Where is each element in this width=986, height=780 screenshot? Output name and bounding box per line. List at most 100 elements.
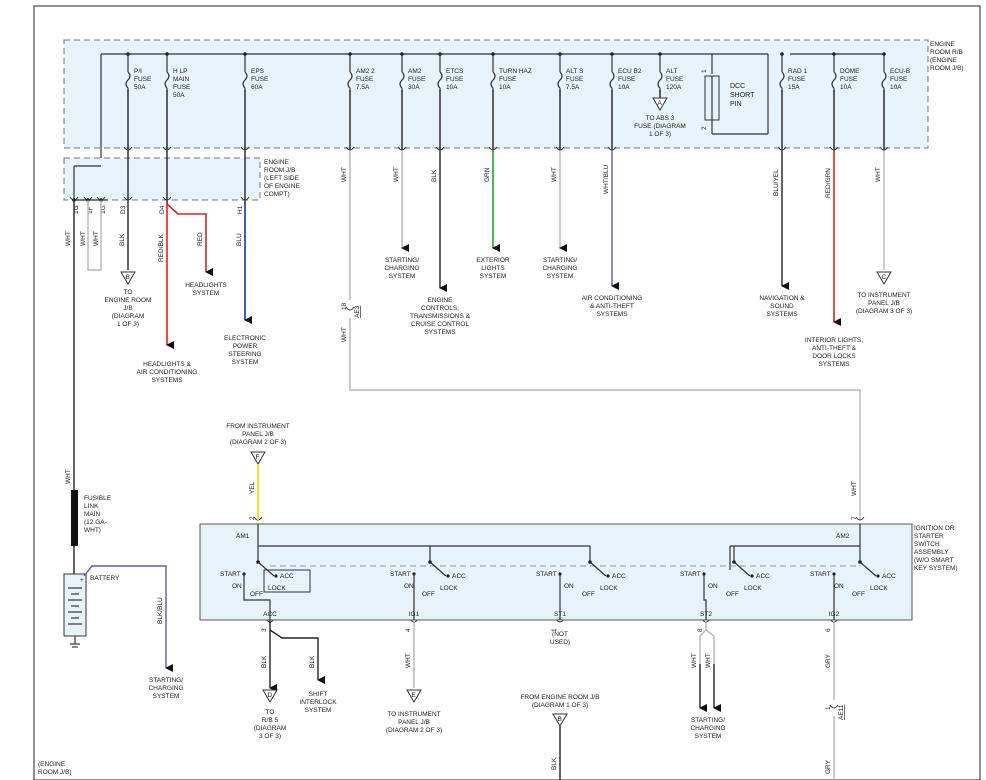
fuse-label: FUSE bbox=[134, 76, 152, 83]
ref-c-t2: PANEL J/B bbox=[868, 300, 900, 307]
fl-t3: MAIN bbox=[84, 511, 101, 518]
connector-mark bbox=[555, 146, 565, 151]
ign-title-5: (W/O SMART bbox=[914, 557, 954, 564]
ref-e-t1: TO INSTRUMENT bbox=[387, 711, 440, 718]
ref-d-t1: TO bbox=[266, 709, 275, 716]
fusible-link: FUSIBLE LINK MAIN (12 GA- WHT) bbox=[71, 490, 112, 574]
fuse-label: 10A bbox=[890, 84, 902, 91]
dest-ext-3: SYSTEM bbox=[480, 273, 507, 280]
switch-pos-label: LOCK bbox=[268, 585, 286, 592]
fuse-label: TURN HAZ bbox=[499, 68, 532, 75]
fuse-label: MAIN bbox=[173, 76, 190, 83]
left-wires: WHT WHT WHT WHT BLK B TO ENGINE ROOM J/B… bbox=[65, 90, 266, 490]
dest-ac-3: SYSTEMS bbox=[596, 311, 628, 318]
switch-pos-label: LOCK bbox=[870, 585, 888, 592]
dest-eng-3: TRANSMISSIONS & bbox=[410, 313, 471, 320]
switch-pos-label: LOCK bbox=[440, 585, 458, 592]
wire-wht-am2: WHT bbox=[393, 167, 400, 182]
dest-int-2: ANTI-THEFT & bbox=[812, 345, 857, 352]
ign-title-3: SWITCH bbox=[914, 541, 940, 548]
wire-red: RED bbox=[197, 232, 204, 246]
connector-mark bbox=[69, 196, 79, 201]
wire-blk-blu: BLK/BLU bbox=[157, 597, 164, 624]
diagram-frame bbox=[33, 5, 981, 780]
switch-outputs: BLK BLK D TO R/B 5 (DIAGRAM 3 OF 3) SHIF… bbox=[254, 620, 845, 780]
connector-mark bbox=[607, 146, 617, 151]
output-pin: 3 bbox=[261, 628, 268, 632]
switch-pos-label: ON bbox=[404, 583, 414, 590]
ign-am2: AM2 bbox=[836, 533, 850, 540]
dest-sc1-3: SYSTEM bbox=[389, 273, 416, 280]
connector-mark bbox=[83, 196, 93, 201]
connector-mark bbox=[397, 146, 407, 151]
ref-b-t3: J/B bbox=[123, 305, 132, 312]
ref-f-t3: (DIAGRAM 2 OF 3) bbox=[230, 439, 286, 446]
ref-b-t5: 1 OF 3) bbox=[117, 321, 139, 328]
middle-wires: WHT WHT 18 AE3 WHT WHT STARTING/ CHARGIN… bbox=[341, 90, 912, 520]
dest-eng-4: CRUISE CONTROL bbox=[411, 321, 470, 328]
dest-eps-2: POWER bbox=[233, 343, 258, 350]
dest-eps-3: STEERING bbox=[228, 351, 261, 358]
fuse-label: FUSE bbox=[356, 76, 374, 83]
output-st1: ST1 bbox=[554, 611, 566, 618]
fuse-label: 10A bbox=[840, 84, 852, 91]
fuse-label: DOME bbox=[840, 68, 860, 75]
fuse-label: 50A bbox=[134, 84, 146, 91]
not-used-2: USED) bbox=[550, 639, 570, 646]
ign-title-6: KEY SYSTEM) bbox=[914, 565, 958, 572]
dcc-label-1: DCC bbox=[730, 83, 745, 90]
wire-blk-b2: BLK bbox=[551, 757, 558, 770]
ref-e-letter: E bbox=[412, 692, 417, 699]
switch-pos-label: ACC bbox=[280, 573, 294, 580]
am1-pin: 2 bbox=[249, 516, 256, 520]
dest-eng-5: SYSTEMS bbox=[424, 329, 456, 336]
switch-pos-label: ACC bbox=[756, 573, 770, 580]
dest-sc4-2: CHARGING bbox=[690, 725, 725, 732]
connector-mark bbox=[123, 196, 133, 201]
dest-sc2-2: CHARGING bbox=[542, 265, 577, 272]
dest-sc1-2: CHARGING bbox=[384, 265, 419, 272]
dest-eps-4: SYSTEM bbox=[232, 359, 259, 366]
wire-wht-am22: WHT bbox=[341, 167, 348, 182]
switch-pos-label: LOCK bbox=[600, 585, 618, 592]
wire-blk-shift: BLK bbox=[309, 655, 316, 668]
am2-pin: 7 bbox=[851, 516, 858, 520]
dest-ext-1: EXTERIOR bbox=[476, 257, 510, 264]
fuse-label: ALT S bbox=[566, 68, 584, 75]
ref-b-letter: B bbox=[126, 274, 130, 281]
dest-headlights-ac-1: HEADLIGHTS & bbox=[143, 361, 191, 368]
jb-pin-d3: D3 bbox=[120, 205, 127, 214]
jb-pin-h1: H1 bbox=[237, 205, 244, 214]
switch-pos-label: ON bbox=[232, 583, 242, 590]
switch-pos-label: START bbox=[810, 571, 831, 578]
output-st2: ST2 bbox=[700, 611, 712, 618]
dcc-label-3: PIN bbox=[730, 101, 742, 108]
fuse-label: FUSE bbox=[446, 76, 464, 83]
wire-wht-ecub: WHT bbox=[875, 167, 882, 182]
fuse-label: FUSE bbox=[566, 76, 584, 83]
ref-d-t3: (DIAGRAM bbox=[254, 725, 287, 732]
jb-pins: 1G 1F 1G D3 D4 H1 bbox=[73, 205, 244, 214]
rb-label-4: ROOM J/B) bbox=[930, 65, 964, 72]
switch-pos-label: ON bbox=[708, 583, 718, 590]
connector-mark bbox=[96, 196, 106, 201]
rb-label-2: ROOM R/B bbox=[930, 49, 963, 56]
ref-f-t2: PANEL J/B bbox=[242, 431, 274, 438]
ae11-pin: 1 bbox=[825, 706, 832, 710]
wire-wht-4: WHT bbox=[65, 469, 72, 484]
abs-ref-text-2: FUSE (DIAGRAM bbox=[634, 123, 686, 130]
ref-b2-t2: (DIAGRAM 1 OF 3) bbox=[532, 702, 588, 709]
output-ig2: IG2 bbox=[829, 611, 840, 618]
fuse-label: RAD 1 bbox=[788, 68, 808, 75]
fuse-label: FUSE bbox=[840, 76, 858, 83]
switch-pos-label: LOCK bbox=[744, 585, 762, 592]
dest-sc3-2: CHARGING bbox=[148, 685, 183, 692]
output-pin: 4 bbox=[405, 628, 412, 632]
connector-mark bbox=[240, 146, 250, 151]
abs-ref-letter: A bbox=[658, 100, 663, 107]
